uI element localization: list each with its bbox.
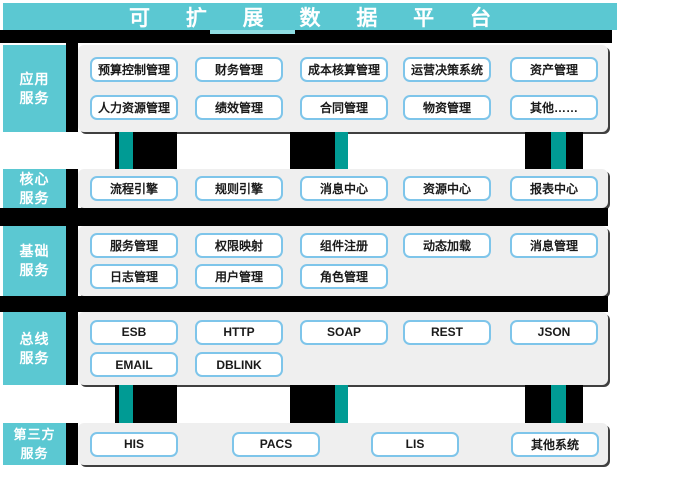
connector-teal-stripe bbox=[335, 385, 348, 423]
layer-label-line: 服务 bbox=[19, 89, 50, 106]
node-permission-mapping: 权限映射 bbox=[195, 232, 283, 258]
bus-connector bbox=[525, 132, 583, 169]
node-performance: 绩效管理 bbox=[195, 94, 283, 120]
node-report-center: 报表中心 bbox=[510, 176, 598, 201]
node-row: EMAIL DBLINK bbox=[78, 352, 608, 378]
node-soap: SOAP bbox=[300, 319, 388, 345]
node-row: HIS PACS LIS 其他系统 bbox=[78, 431, 608, 457]
bus-connector bbox=[525, 385, 583, 423]
layer-label-line: 服务 bbox=[19, 349, 50, 366]
node-dblink: DBLINK bbox=[195, 352, 283, 378]
node-esb: ESB bbox=[90, 319, 178, 345]
layer-label-third-party: 第三方 服务 bbox=[3, 423, 66, 465]
layer-label-line: 核心 bbox=[19, 170, 50, 187]
connector-teal-stripe bbox=[551, 132, 566, 169]
node-dynamic-loading: 动态加载 bbox=[403, 232, 491, 258]
node-role-mgmt: 角色管理 bbox=[300, 264, 388, 290]
layer-connector-strip bbox=[66, 43, 78, 132]
panel-basic-services: 服务管理 权限映射 组件注册 动态加载 消息管理 日志管理 用户管理 角色管理 bbox=[78, 226, 608, 296]
platform-title: 可 扩 展 数 据 平 台 bbox=[128, 6, 506, 30]
layer-connector-strip bbox=[66, 423, 78, 465]
node-lis: LIS bbox=[371, 431, 459, 457]
layer-label-line: 应用 bbox=[19, 70, 50, 87]
bus-connector bbox=[115, 132, 177, 169]
bus-connector bbox=[115, 385, 177, 423]
node-row: 服务管理 权限映射 组件注册 动态加载 消息管理 bbox=[78, 232, 608, 258]
panel-third-party-services: HIS PACS LIS 其他系统 bbox=[78, 423, 608, 465]
platform-title-bar: 可 扩 展 数 据 平 台 bbox=[3, 3, 617, 30]
node-his: HIS bbox=[90, 431, 178, 457]
node-service-mgmt: 服务管理 bbox=[90, 232, 178, 258]
node-operation-decision: 运营决策系统 bbox=[403, 57, 491, 83]
node-email: EMAIL bbox=[90, 352, 178, 378]
layer-label-bus: 总线 服务 bbox=[3, 312, 66, 385]
node-rest: REST bbox=[403, 319, 491, 345]
panel-bus-services: ESB HTTP SOAP REST JSON EMAIL DBLINK bbox=[78, 312, 608, 385]
connector-teal-stripe bbox=[335, 132, 348, 169]
node-http: HTTP bbox=[195, 319, 283, 345]
bus-connector bbox=[290, 132, 348, 169]
node-message-mgmt: 消息管理 bbox=[510, 232, 598, 258]
connector-teal-stripe bbox=[119, 385, 133, 423]
node-row: 流程引擎 规则引擎 消息中心 资源中心 报表中心 bbox=[78, 176, 608, 201]
node-budget-control: 预算控制管理 bbox=[90, 57, 178, 83]
node-row: 预算控制管理 财务管理 成本核算管理 运营决策系统 资产管理 bbox=[78, 57, 608, 83]
node-row: 人力资源管理 绩效管理 合同管理 物资管理 其他…… bbox=[78, 94, 608, 120]
node-other-systems: 其他系统 bbox=[511, 431, 599, 457]
connector-teal-stripe bbox=[119, 132, 133, 169]
layer-label-line: 服务 bbox=[19, 262, 50, 278]
node-contract: 合同管理 bbox=[300, 94, 388, 120]
node-json: JSON bbox=[510, 319, 598, 345]
panel-application-services: 预算控制管理 财务管理 成本核算管理 运营决策系统 资产管理 人力资源管理 绩效… bbox=[78, 45, 608, 132]
panel-core-services: 流程引擎 规则引擎 消息中心 资源中心 报表中心 bbox=[78, 169, 608, 208]
node-user-mgmt: 用户管理 bbox=[195, 264, 283, 290]
bus-connector bbox=[290, 385, 348, 423]
layer-label-line: 服务 bbox=[20, 446, 49, 461]
node-row: 日志管理 用户管理 角色管理 bbox=[78, 264, 608, 290]
layer-label-line: 基础 bbox=[19, 243, 50, 259]
node-finance: 财务管理 bbox=[195, 57, 283, 83]
connector-teal-stripe bbox=[551, 385, 566, 423]
layer-label-line: 总线 bbox=[19, 330, 50, 347]
layer-label-core: 核心 服务 bbox=[3, 169, 66, 208]
node-process-engine: 流程引擎 bbox=[90, 176, 178, 201]
node-asset-mgmt: 资产管理 bbox=[510, 57, 598, 83]
node-others: 其他…… bbox=[510, 94, 598, 120]
node-materials: 物资管理 bbox=[403, 94, 491, 120]
node-hr: 人力资源管理 bbox=[90, 94, 178, 120]
node-message-center: 消息中心 bbox=[300, 176, 388, 201]
node-pacs: PACS bbox=[232, 431, 320, 457]
layer-separator-bar bbox=[0, 208, 608, 226]
header-underbar bbox=[0, 30, 612, 43]
layer-separator-bar bbox=[0, 296, 608, 312]
node-cost-accounting: 成本核算管理 bbox=[300, 57, 388, 83]
layer-label-line: 服务 bbox=[19, 189, 50, 206]
layer-label-application: 应用 服务 bbox=[3, 45, 66, 132]
node-rule-engine: 规则引擎 bbox=[195, 176, 283, 201]
header-accent-stripe bbox=[210, 30, 295, 34]
node-resource-center: 资源中心 bbox=[403, 176, 491, 201]
layer-connector-strip bbox=[66, 169, 78, 385]
layer-label-basic: 基础 服务 bbox=[3, 226, 66, 296]
node-row: ESB HTTP SOAP REST JSON bbox=[78, 319, 608, 345]
layer-label-line: 第三方 bbox=[13, 427, 56, 442]
node-component-registry: 组件注册 bbox=[300, 232, 388, 258]
node-log-mgmt: 日志管理 bbox=[90, 264, 178, 290]
